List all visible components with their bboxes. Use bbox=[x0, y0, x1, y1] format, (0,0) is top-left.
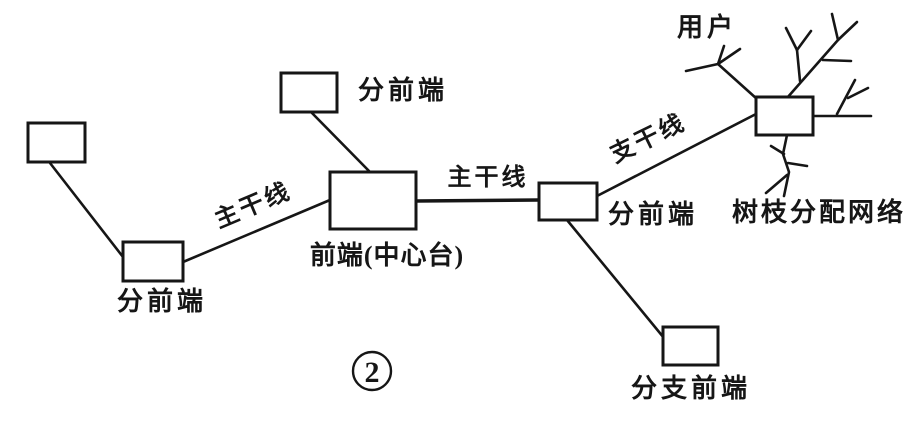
branch-lower-twig-2 bbox=[786, 161, 809, 168]
branch-lower-twig-3 bbox=[764, 173, 789, 195]
edge-topleft-to-left bbox=[48, 161, 125, 259]
branch-right-twig-1 bbox=[835, 78, 857, 116]
label-central-headend: 前端(中心台) bbox=[310, 240, 464, 270]
node-tree-distribution bbox=[754, 95, 815, 137]
branch-upper-right-twig-4 bbox=[821, 58, 853, 63]
branch-lower-twig-1 bbox=[769, 144, 786, 156]
edge-right-trunk-line bbox=[415, 198, 540, 203]
branch-upper-right-stem bbox=[795, 48, 802, 83]
branch-upper-left-twig-2 bbox=[716, 47, 742, 66]
figure-number-badge: 2 bbox=[351, 350, 393, 392]
figure-number-circle bbox=[351, 350, 393, 392]
branch-lower bbox=[781, 133, 791, 198]
label-sub-headend-right: 分前端 bbox=[608, 199, 698, 229]
node-branch-headend bbox=[661, 325, 720, 367]
tree-branches bbox=[684, 12, 873, 198]
node-central-headend bbox=[328, 170, 418, 231]
branch-upper-right-twig-2 bbox=[784, 26, 799, 52]
branch-upper-right-twig-1 bbox=[830, 12, 840, 42]
label-sub-headend-top: 分前端 bbox=[358, 75, 448, 105]
edge-top-to-center bbox=[309, 110, 372, 174]
label-subscriber: 用户 bbox=[677, 12, 737, 42]
label-sub-headend-left: 分前端 bbox=[117, 286, 207, 316]
label-trunk-line-right: 主干线 bbox=[448, 164, 529, 191]
branch-right-twig-2 bbox=[846, 86, 870, 100]
figure-number: 2 bbox=[365, 356, 380, 389]
node-sub-headend-left bbox=[121, 240, 185, 283]
node-sub-headend-right bbox=[537, 181, 599, 222]
label-tree-distribution-network: 树枝分配网络 bbox=[732, 197, 906, 227]
branch-upper-left bbox=[684, 62, 759, 101]
edge-to-branch-headend bbox=[565, 218, 666, 340]
edge-left-trunk-line bbox=[181, 198, 332, 264]
branch-upper-right-twig-3 bbox=[795, 29, 813, 52]
label-trunk-line-left: 主干线 bbox=[211, 177, 296, 234]
node-sub-headend-top bbox=[279, 71, 339, 114]
branch-upper-left-twig-1 bbox=[716, 44, 726, 66]
node-sub-headend-topleft bbox=[26, 121, 87, 164]
edge-branch-trunk-line bbox=[595, 112, 758, 198]
label-branch-trunk-line: 支干线 bbox=[606, 109, 691, 169]
label-branch-headend: 分支前端 bbox=[631, 373, 751, 403]
